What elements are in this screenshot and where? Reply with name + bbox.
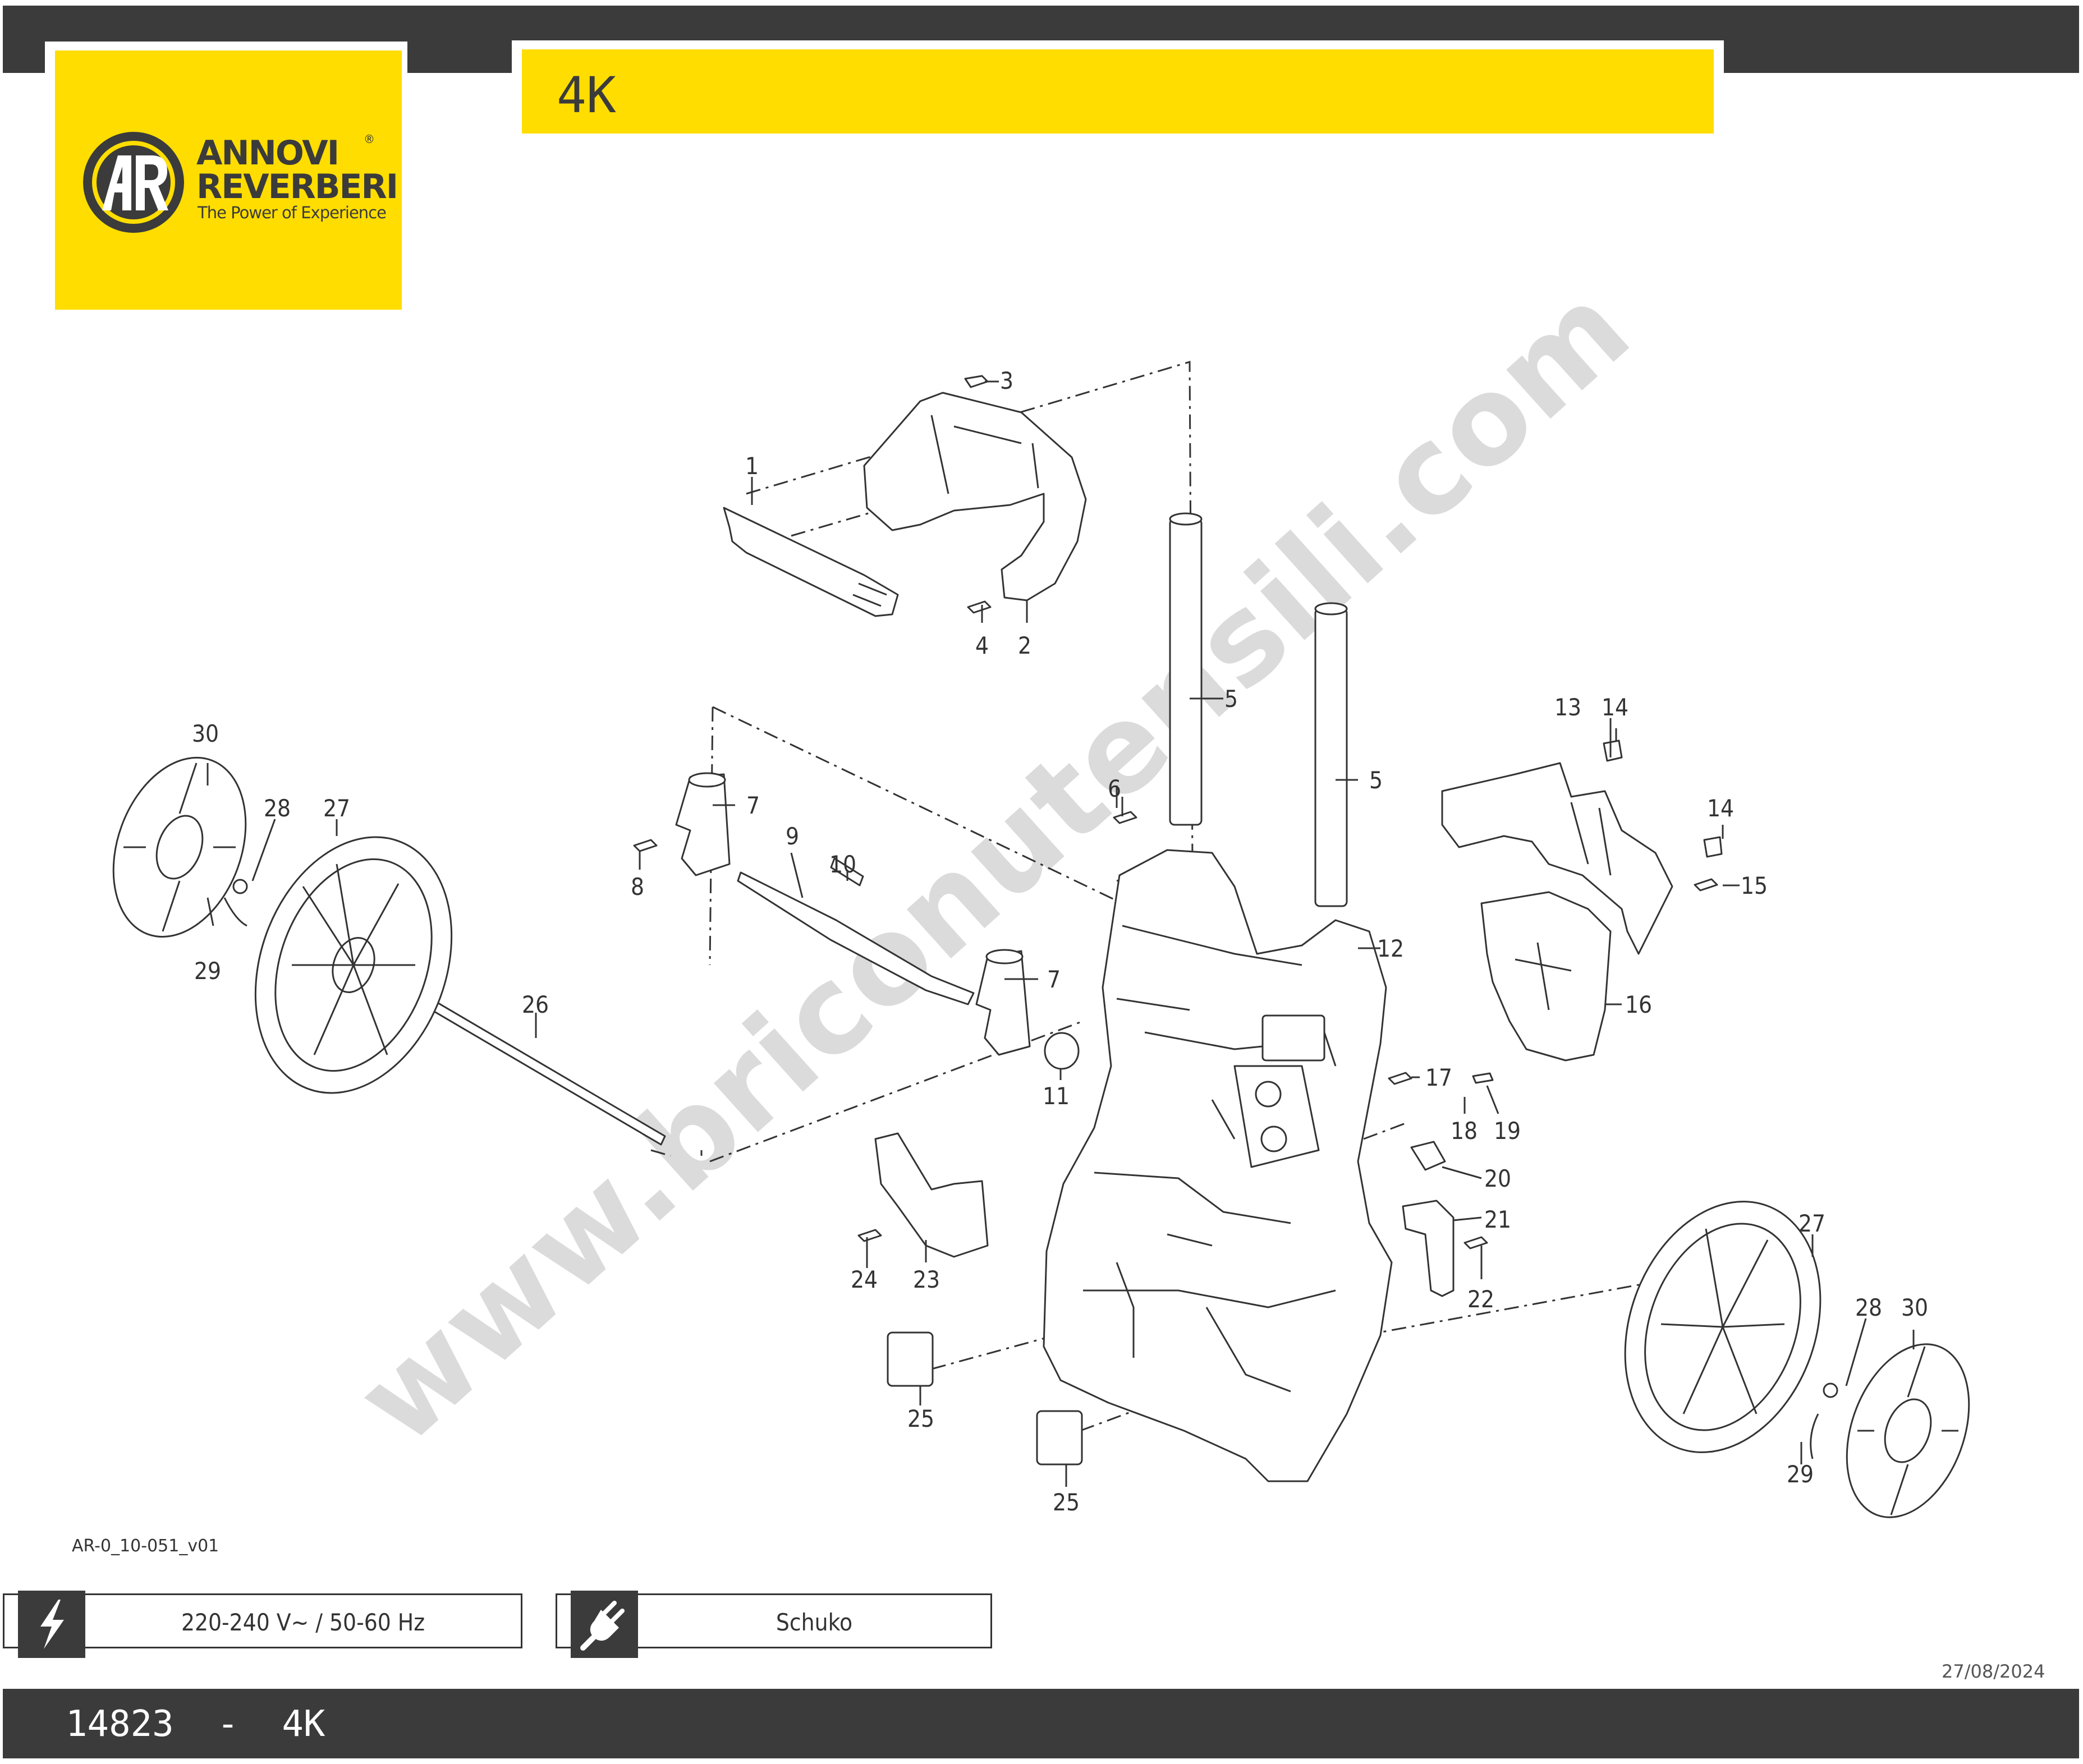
callout-label: 20 [1484, 1165, 1511, 1192]
main-body-part [1043, 849, 1393, 1482]
callout-label: 5 [1369, 766, 1383, 794]
date-label: 27/08/2024 [1942, 1661, 2045, 1682]
footer-separator: - [217, 1703, 239, 1745]
cover-part [874, 1132, 989, 1258]
screw-part [967, 600, 992, 614]
plug-text: Schuko [776, 1609, 853, 1636]
callout-label: 7 [746, 792, 760, 819]
callout-label: 22 [1467, 1285, 1494, 1313]
voltage-text: 220-240 V~ / 50-60 Hz [181, 1609, 425, 1636]
screw-part [857, 1229, 882, 1242]
plug-icon [571, 1591, 638, 1658]
bottom-bar: 14823 - 4K [3, 1689, 2079, 1758]
callout-label: 24 [851, 1266, 878, 1293]
callout-label: 25 [907, 1405, 934, 1432]
brand-name-line2: REVERBERI [196, 167, 398, 206]
callout-label: 6 [1108, 775, 1121, 802]
callout-label: 18 [1451, 1117, 1478, 1145]
callout-label: 5 [1224, 685, 1238, 713]
callout-label: 3 [1000, 367, 1013, 394]
screw-part [1694, 878, 1718, 892]
plug-spec-box: Schuko [556, 1591, 992, 1658]
callout-label: 7 [1047, 966, 1061, 993]
callout-label: 2 [1018, 632, 1031, 659]
callout-label: 11 [1043, 1082, 1070, 1110]
screw-part [1472, 1072, 1494, 1084]
screw-part [633, 839, 658, 852]
callout-label: 29 [194, 957, 221, 985]
parts [112, 375, 1970, 1518]
callout-label: 28 [264, 794, 291, 822]
callout-label: 26 [522, 991, 549, 1018]
callout-label: 27 [323, 794, 350, 822]
callout-label: 9 [786, 823, 799, 850]
lever-part [1402, 1200, 1455, 1297]
drawing-code: AR-0_10-051_v01 [72, 1536, 219, 1556]
knob-part [1703, 836, 1723, 858]
callout-label: 14 [1602, 693, 1628, 721]
title-box: 4K [522, 49, 1714, 134]
screw-part [964, 375, 989, 388]
callout-label: 30 [192, 720, 219, 747]
callout-label: 17 [1425, 1064, 1452, 1091]
footer-model: 4K [282, 1703, 325, 1745]
callout-label: 23 [913, 1266, 940, 1293]
handle-grip-part [723, 507, 899, 617]
page-title: 4K [557, 66, 616, 124]
brand-logo: ANNOVI REVERBERI ® The Power of Experien… [55, 50, 402, 310]
tube-part [1314, 608, 1348, 907]
callout-label: 15 [1741, 872, 1768, 899]
brand-tagline: The Power of Experience [198, 203, 387, 222]
callout-label: 27 [1798, 1210, 1825, 1237]
reel-holder-part [1441, 762, 1673, 955]
callout-label: 1 [745, 452, 759, 480]
callout-label: 12 [1377, 935, 1404, 962]
callout-label: 8 [631, 873, 644, 901]
callout-label: 14 [1707, 794, 1734, 822]
callout-label: 10 [829, 851, 856, 878]
callout-label: 13 [1554, 693, 1581, 721]
screw-part [1388, 1072, 1412, 1085]
callout-label: 29 [1787, 1460, 1814, 1488]
callout-label: 21 [1484, 1206, 1511, 1233]
pump-part [675, 773, 731, 876]
footer-code: 14823 [66, 1703, 174, 1745]
callout-label: 28 [1855, 1294, 1882, 1321]
cap-part [1044, 1032, 1080, 1070]
knob-part [1603, 739, 1623, 762]
footer-title: 14823 - 4K [66, 1703, 325, 1745]
registered-mark: ® [364, 132, 375, 146]
screw-part [1113, 811, 1137, 824]
lightning-icon [18, 1591, 85, 1658]
callout-label: 19 [1494, 1117, 1521, 1145]
connector-part [1410, 1141, 1446, 1171]
brand-name-line1: ANNOVI [196, 134, 339, 173]
ar-logo-icon [83, 132, 184, 233]
voltage-spec-box: 220-240 V~ / 50-60 Hz [3, 1591, 522, 1658]
leader-lines [207, 380, 1915, 1487]
plate-part [887, 1331, 934, 1387]
callout-label: 25 [1053, 1489, 1080, 1516]
pump-part [975, 950, 1031, 1056]
handle-frame-part [863, 392, 1087, 601]
callout-labels: 1 2 3 4 5 5 6 7 7 8 9 10 11 12 13 14 14 … [192, 367, 1928, 1516]
screw-part [1463, 1236, 1488, 1250]
callout-label: 16 [1625, 991, 1652, 1018]
rod-part [737, 871, 975, 1005]
callout-label: 30 [1901, 1294, 1928, 1321]
callout-label: 4 [975, 632, 989, 659]
bracket-part [1480, 891, 1612, 1062]
tube-part [1169, 518, 1203, 826]
plate-part [1036, 1410, 1083, 1466]
